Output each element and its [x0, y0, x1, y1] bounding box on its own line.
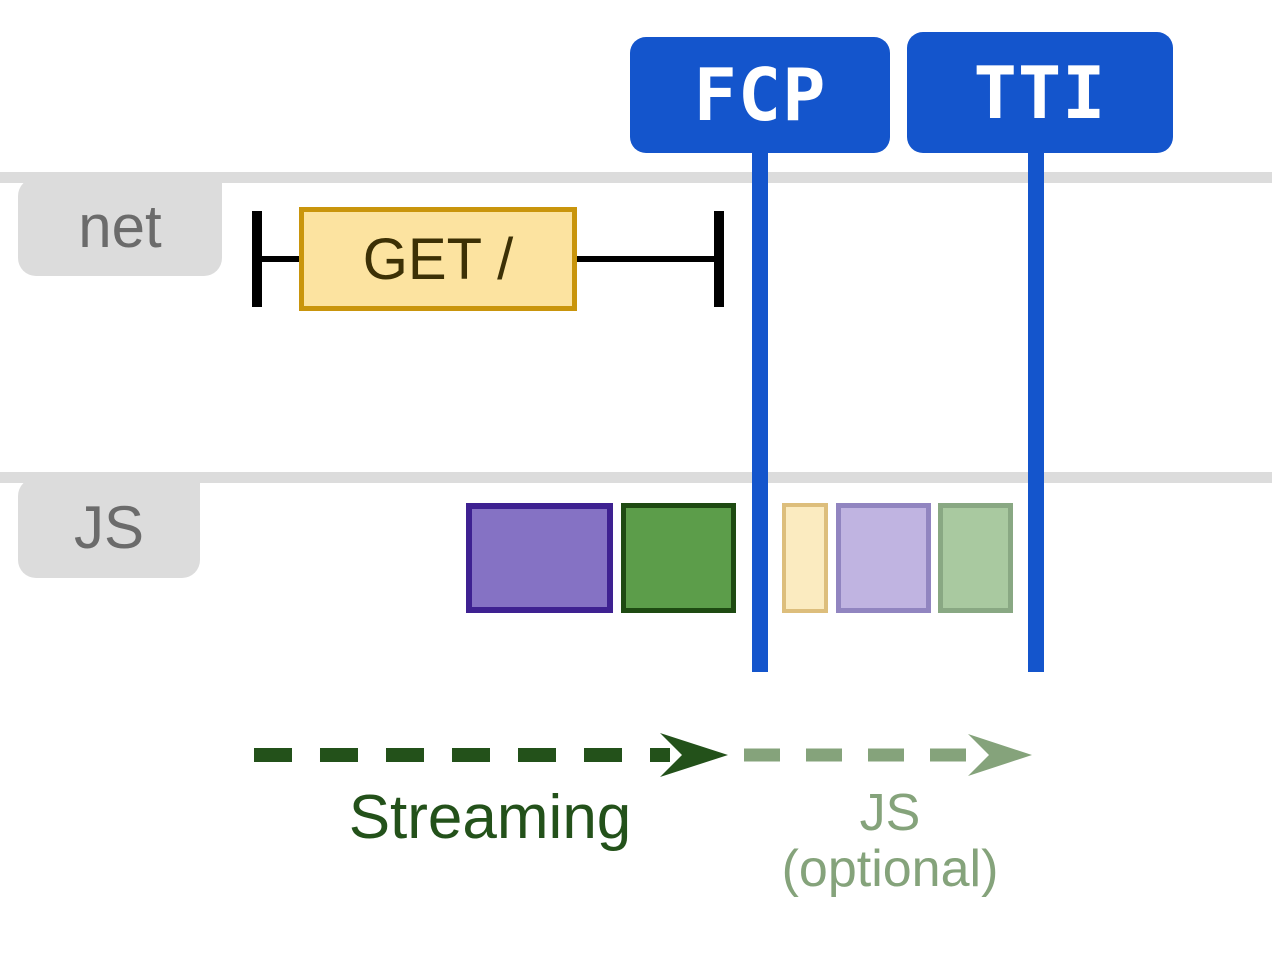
js-task-block-3-optional: [782, 503, 828, 613]
streaming-phase-caption: Streaming: [240, 783, 740, 852]
row-label-net-text: net: [78, 193, 162, 260]
row-label-net: net: [18, 178, 222, 276]
js-optional-phase-caption: JS (optional): [740, 785, 1040, 897]
streaming-phase-arrow-icon: [254, 733, 728, 777]
request-box-get-root: GET /: [299, 207, 577, 311]
js-optional-phase-caption-subtext: (optional): [781, 840, 999, 899]
js-task-block-4-optional: [836, 503, 931, 613]
row-separator-js: [0, 472, 1272, 483]
milestone-line-fcp: [752, 140, 768, 672]
milestone-badge-tti-label: TTI: [973, 50, 1107, 135]
js-optional-phase-arrow-icon: [744, 734, 1032, 776]
streaming-phase-caption-text: Streaming: [348, 783, 632, 852]
milestone-badge-fcp-label: FCP: [693, 53, 827, 137]
row-separator-net: [0, 172, 1272, 183]
js-task-block-1: [466, 503, 613, 613]
row-label-js: JS: [18, 478, 200, 578]
request-duration-line-left: [252, 256, 310, 262]
js-optional-phase-caption-text: JS: [859, 784, 921, 842]
request-duration-line-right: [570, 256, 722, 262]
milestone-badge-tti: TTI: [907, 32, 1173, 153]
js-task-block-2: [621, 503, 736, 613]
request-box-label: GET /: [362, 226, 514, 292]
js-task-block-5-optional: [938, 503, 1013, 613]
row-label-js-text: JS: [73, 494, 145, 561]
milestone-badge-fcp: FCP: [630, 37, 890, 153]
milestone-line-tti: [1028, 140, 1044, 672]
